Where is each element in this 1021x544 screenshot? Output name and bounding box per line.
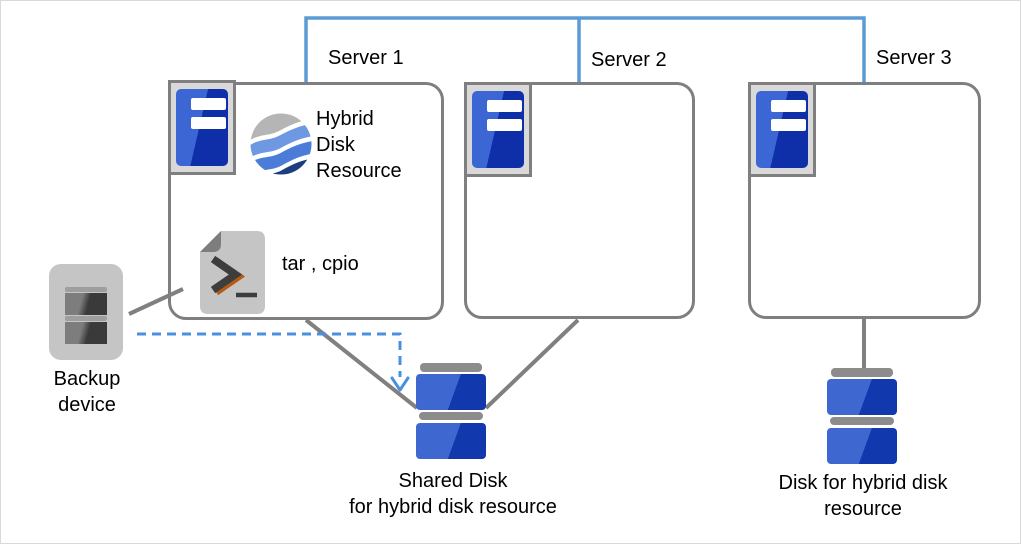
- tape-slots: [65, 287, 107, 345]
- server1-server-icon: [168, 80, 236, 175]
- backup-tools-label: tar , cpio: [282, 253, 359, 275]
- tape-panel: [65, 293, 107, 315]
- server-icon-body: [756, 91, 808, 168]
- shared-disk-label: Shared Disk for hybrid disk resource: [349, 470, 557, 518]
- disk-body: [827, 379, 897, 415]
- dashed-arrowhead-icon: [390, 376, 410, 392]
- tape-bar: [65, 316, 107, 321]
- server2-label: Server 2: [591, 49, 667, 71]
- server-slot-bar: [487, 119, 522, 131]
- hybrid-disk-resource-icon: [250, 113, 312, 175]
- script-file-icon: [200, 231, 265, 314]
- disk-body: [416, 423, 486, 459]
- disk-cap: [831, 368, 893, 377]
- disk-cap: [419, 412, 483, 420]
- disk-body: [416, 374, 486, 410]
- hybrid-disk-resource-label: Hybrid Disk Resource: [316, 108, 402, 182]
- tape-bar: [65, 287, 107, 292]
- server-icon-body: [176, 89, 228, 166]
- server-slot-bar: [191, 98, 226, 110]
- server-slot-bar: [771, 119, 806, 131]
- server3-label: Server 3: [876, 47, 952, 69]
- disk-cap: [830, 417, 894, 425]
- server1-to-shared-disk-line: [304, 318, 419, 410]
- shared-disk-icon: [416, 363, 486, 461]
- server-slot-bar: [487, 100, 522, 112]
- disk-cap: [420, 363, 482, 372]
- hybrid-disk-label: Disk for hybrid disk resource: [778, 472, 948, 520]
- backup-device-label: Backup device: [53, 368, 121, 416]
- server2-server-icon: [464, 82, 532, 177]
- server-slot-bar: [191, 117, 226, 129]
- server1-label: Server 1: [328, 47, 404, 69]
- server3-box: [748, 82, 981, 319]
- backup-device-icon: [49, 264, 123, 360]
- disk-body: [827, 428, 897, 464]
- tape-panel: [65, 322, 107, 344]
- hybrid-disk-icon: [827, 368, 897, 466]
- server3-server-icon: [748, 82, 816, 177]
- server-slot-bar: [771, 100, 806, 112]
- server2-to-shared-disk-line: [484, 318, 580, 410]
- server-icon-body: [472, 91, 524, 168]
- backup-to-shared-disk-dashed-line: [137, 332, 402, 377]
